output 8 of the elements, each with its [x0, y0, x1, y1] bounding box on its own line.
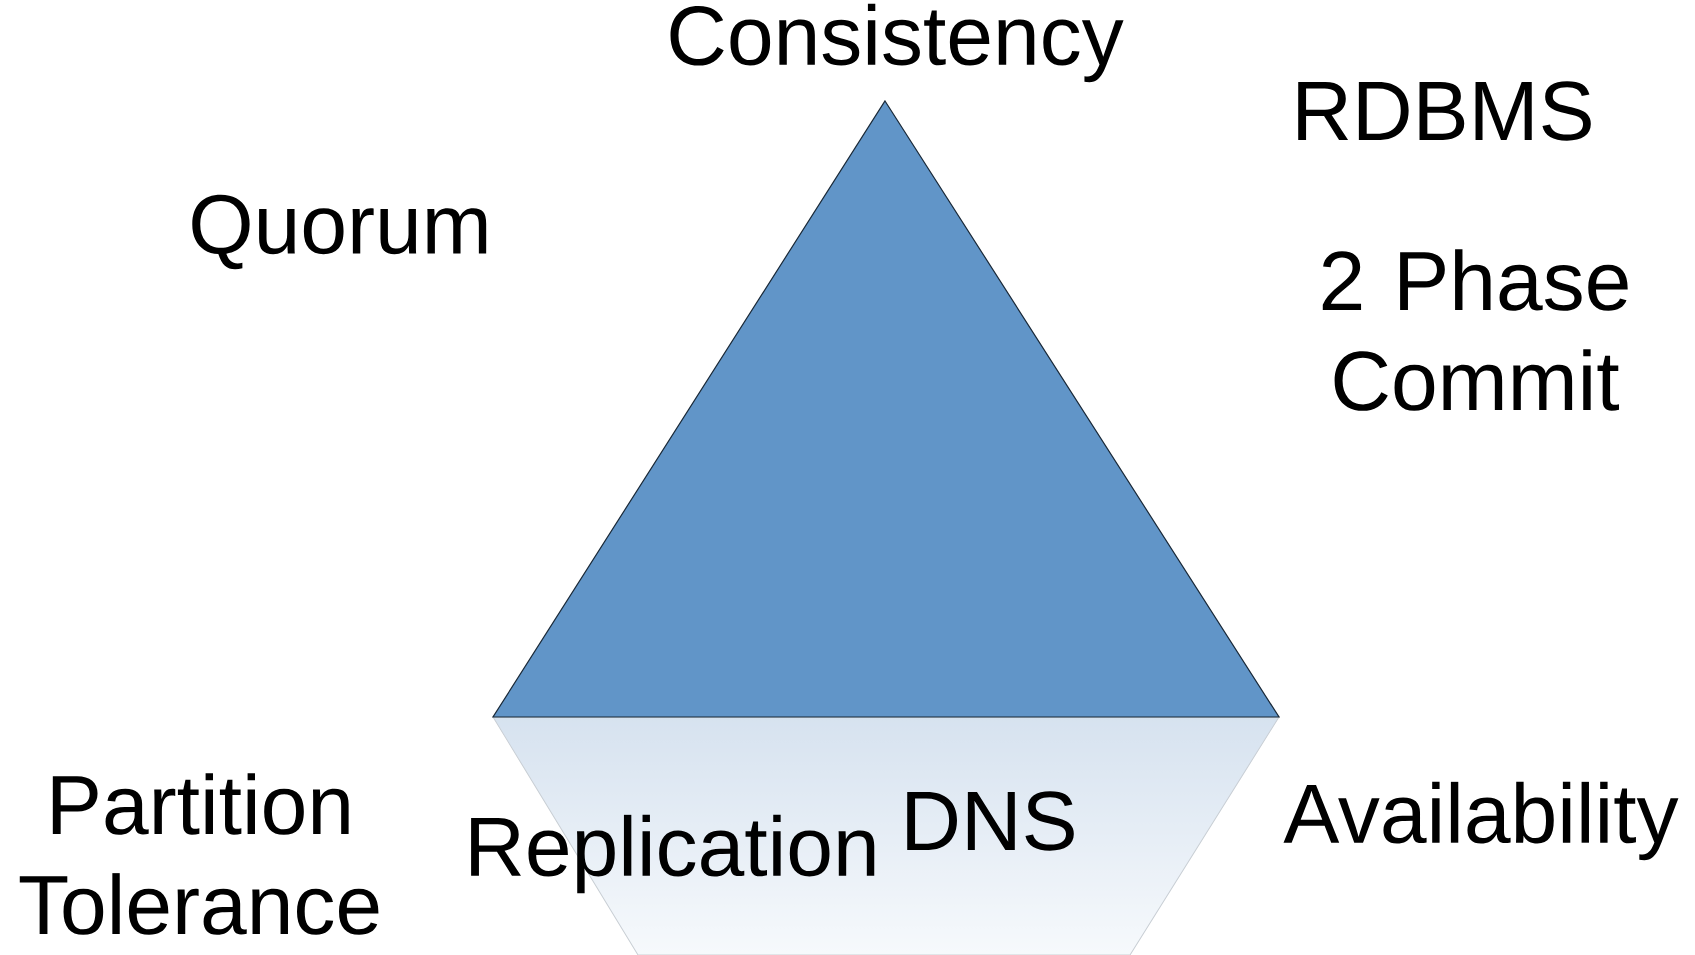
label: DNS — [907, 791, 1074, 851]
label: Consistency — [670, 3, 1124, 83]
label: Replication — [471, 814, 875, 894]
label: Quorum — [192, 194, 487, 270]
label: Partition Tolerance — [19, 773, 379, 935]
label: 2 Phase Commit — [1322, 249, 1628, 411]
label: RDBMS — [1298, 81, 1591, 141]
label: Availability — [1283, 781, 1679, 861]
